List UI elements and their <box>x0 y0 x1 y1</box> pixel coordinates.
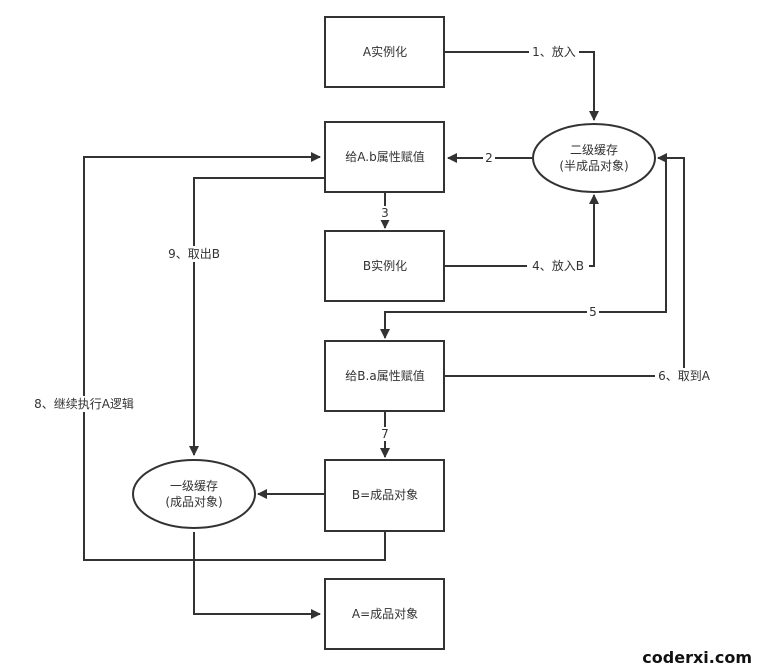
edge-first-cache-to-a <box>193 532 321 619</box>
edge-label-1: 1、放入 <box>529 44 579 60</box>
node-label: A=成品对象 <box>352 607 418 621</box>
node-a-assign-b: 给A.b属性赋值 <box>324 121 445 193</box>
edge-label-2: 2 <box>483 150 495 166</box>
node-label: 给A.b属性赋值 <box>345 149 424 164</box>
node-b-assign-a: 给B.a属性赋值 <box>324 340 445 412</box>
edge-5 <box>380 158 667 339</box>
node-b-finished: B=成品对象 <box>324 459 445 532</box>
edge-label-8: 8、继续执行A逻辑 <box>30 396 138 412</box>
edge-label-4: 4、放入B <box>527 258 589 274</box>
node-first-cache: 一级缓存 (成品对象) <box>132 459 256 529</box>
watermark: coderxi.com <box>642 648 752 667</box>
node-label: B=成品对象 <box>352 488 418 502</box>
edge-4-put-b <box>444 194 599 267</box>
node-second-cache: 二级缓存 (半成品对象) <box>532 123 656 193</box>
edge-label-6: 6、取到A <box>655 368 713 384</box>
edge-9-take-b <box>189 177 324 456</box>
edge-label-9: 9、取出B <box>165 246 223 262</box>
node-label: A实例化 <box>363 44 407 59</box>
svg-text:6、取到A: 6、取到A <box>658 369 711 383</box>
svg-text:9、取出B: 9、取出B <box>168 247 220 261</box>
svg-text:1、放入: 1、放入 <box>532 44 576 59</box>
svg-text:3: 3 <box>381 206 389 220</box>
svg-text:5: 5 <box>589 305 597 319</box>
edge-label-3: 3 <box>379 206 391 220</box>
svg-text:7: 7 <box>381 427 389 441</box>
node-a-finished: A=成品对象 <box>324 578 445 650</box>
node-a-instantiate: A实例化 <box>324 16 445 88</box>
node-label-line2: (半成品对象) <box>559 159 628 173</box>
edge-6-get-a <box>444 153 685 377</box>
node-label-line2: (成品对象) <box>165 495 222 509</box>
edge-label-5: 5 <box>587 304 599 320</box>
node-label-line1: 一级缓存 <box>170 479 218 493</box>
edge-label-7: 7 <box>379 427 391 441</box>
svg-text:4、放入B: 4、放入B <box>532 258 584 273</box>
node-label: B实例化 <box>363 258 407 273</box>
node-label-line1: 二级缓存 <box>570 143 618 157</box>
edge-1-put <box>444 51 599 121</box>
svg-text:8、继续执行A逻辑: 8、继续执行A逻辑 <box>34 397 134 411</box>
node-b-instantiate: B实例化 <box>324 230 445 302</box>
svg-text:2: 2 <box>485 151 493 165</box>
node-label: 给B.a属性赋值 <box>345 368 424 383</box>
edge-8-continue-a <box>83 152 386 561</box>
